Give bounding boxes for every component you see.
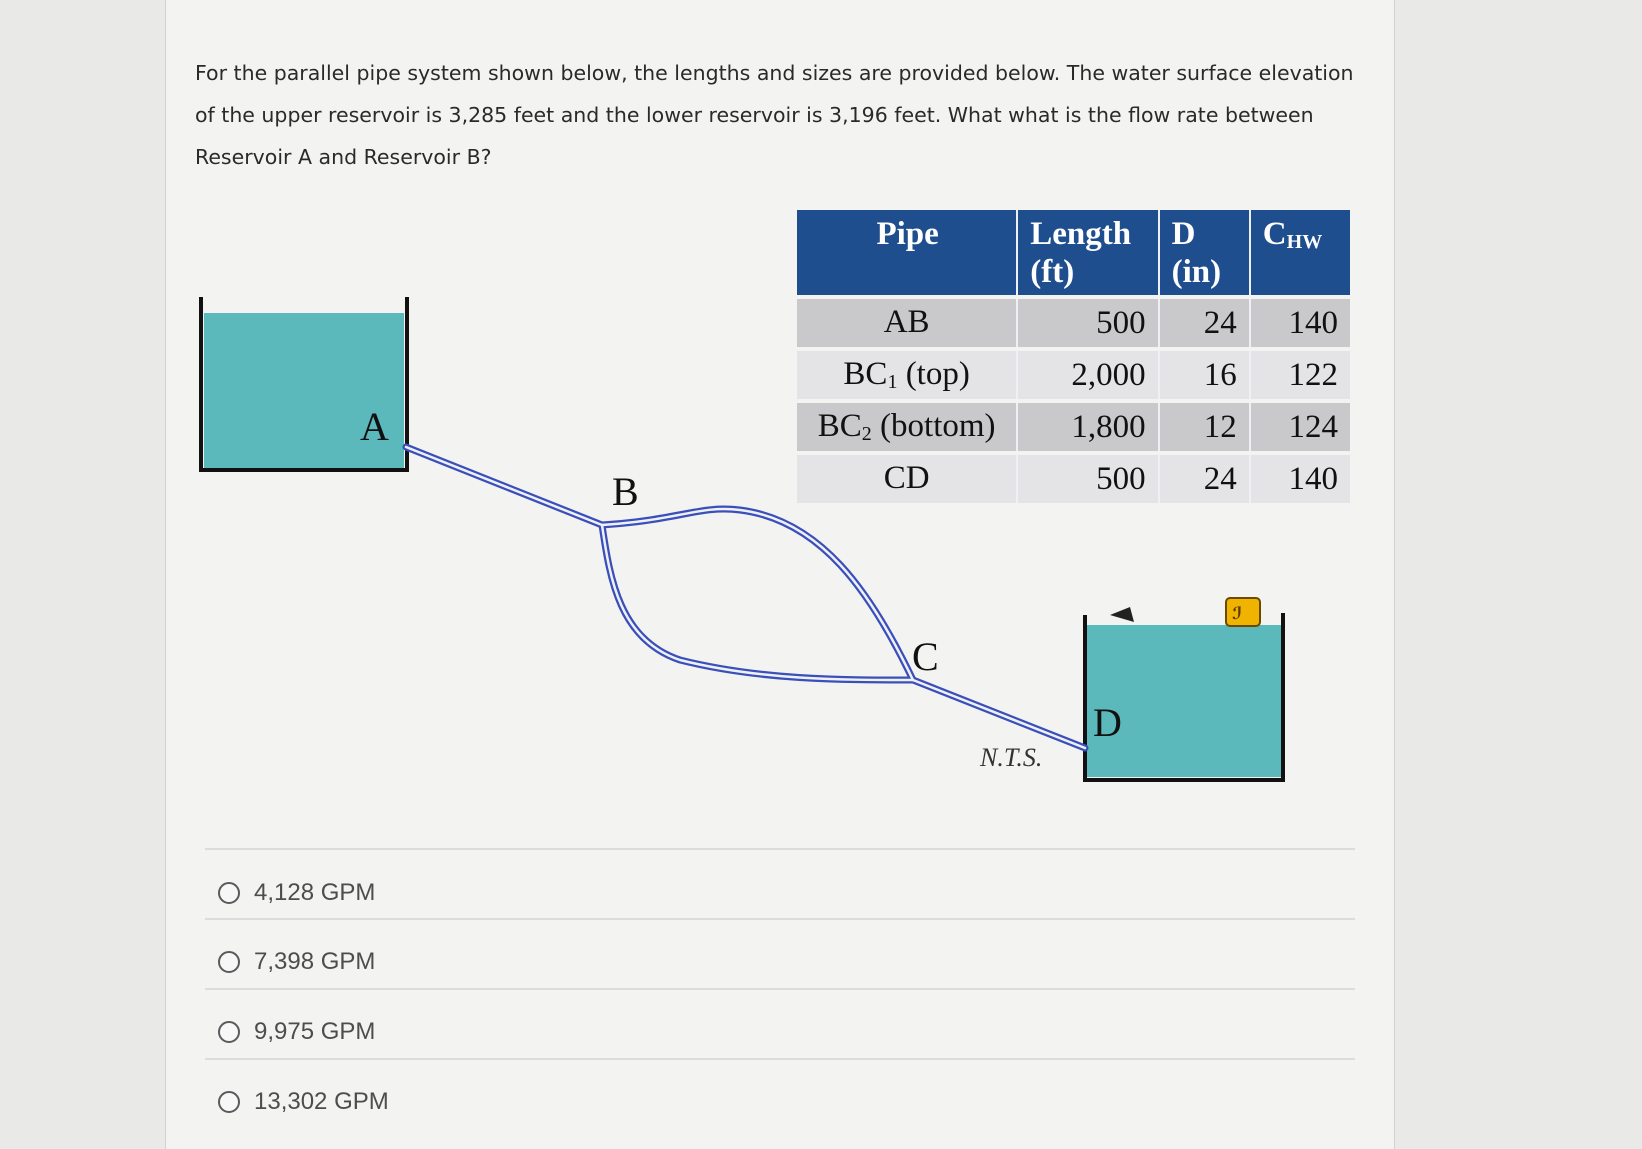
- cell-chw: 140: [1248, 455, 1350, 503]
- cell-pipe: BC1 (top): [797, 351, 1017, 399]
- divider: [205, 918, 1355, 920]
- cell-chw: 140: [1248, 299, 1350, 347]
- cell-diameter: 24: [1157, 299, 1249, 347]
- radio-icon[interactable]: [218, 951, 240, 973]
- reservoir-d-walls: [1083, 613, 1285, 782]
- floating-badge-icon[interactable]: ℐ: [1225, 597, 1261, 627]
- radio-icon[interactable]: [218, 1021, 240, 1043]
- answer-option-label: 9,975 GPM: [254, 1018, 376, 1045]
- reservoir-a-water: [204, 313, 404, 468]
- cell-diameter: 16: [1157, 351, 1249, 399]
- label-a: A: [360, 404, 389, 449]
- table-header-row: Pipe Length(ft) D(in) CHW: [797, 210, 1350, 295]
- label-b: B: [612, 469, 639, 514]
- cell-length: 1,800: [1016, 403, 1158, 451]
- pipe-data-table: Pipe Length(ft) D(in) CHW AB 500 24 140 …: [797, 206, 1350, 507]
- answer-option-3[interactable]: 9,975 GPM: [218, 1015, 375, 1049]
- nts-label: N.T.S.: [979, 743, 1042, 772]
- divider: [205, 988, 1355, 990]
- divider: [205, 848, 1355, 850]
- table-row: AB 500 24 140: [797, 299, 1350, 347]
- cell-diameter: 24: [1157, 455, 1249, 503]
- cell-diameter: 12: [1157, 403, 1249, 451]
- answer-option-label: 7,398 GPM: [254, 948, 376, 975]
- radio-icon[interactable]: [218, 882, 240, 904]
- cell-chw: 124: [1248, 403, 1350, 451]
- cell-pipe: AB: [797, 299, 1017, 347]
- label-d: D: [1093, 700, 1122, 745]
- table-row: BC1 (top) 2,000 16 122: [797, 351, 1350, 399]
- cell-length: 500: [1016, 299, 1158, 347]
- cell-pipe: BC2 (bottom): [797, 403, 1017, 451]
- answer-option-1[interactable]: 4,128 GPM: [218, 876, 375, 910]
- answer-option-label: 4,128 GPM: [254, 879, 376, 906]
- header-pipe: Pipe: [797, 210, 1017, 295]
- cell-length: 2,000: [1016, 351, 1158, 399]
- answer-option-4[interactable]: 13,302 GPM: [218, 1085, 389, 1119]
- table-row: CD 500 24 140: [797, 455, 1350, 503]
- cell-chw: 122: [1248, 351, 1350, 399]
- pipe-network: [402, 443, 1089, 752]
- rim-marker-icon: [1110, 607, 1134, 622]
- header-diameter: D(in): [1157, 210, 1249, 295]
- reservoir-d-water: [1087, 625, 1281, 777]
- answer-option-2[interactable]: 7,398 GPM: [218, 945, 375, 979]
- radio-icon[interactable]: [218, 1091, 240, 1113]
- question-panel: [165, 0, 1395, 1149]
- header-chw: CHW: [1248, 210, 1350, 295]
- question-text: For the parallel pipe system shown below…: [195, 61, 1354, 169]
- answer-option-label: 13,302 GPM: [254, 1088, 389, 1115]
- cell-length: 500: [1016, 455, 1158, 503]
- reservoir-a-walls: [199, 297, 409, 472]
- divider: [205, 1058, 1355, 1060]
- header-length: Length(ft): [1016, 210, 1158, 295]
- svg-text:ℐ: ℐ: [1232, 604, 1242, 624]
- label-c: C: [912, 634, 939, 679]
- table-row: BC2 (bottom) 1,800 12 124: [797, 403, 1350, 451]
- cell-pipe: CD: [797, 455, 1017, 503]
- pipe-bc1-top: [598, 505, 917, 684]
